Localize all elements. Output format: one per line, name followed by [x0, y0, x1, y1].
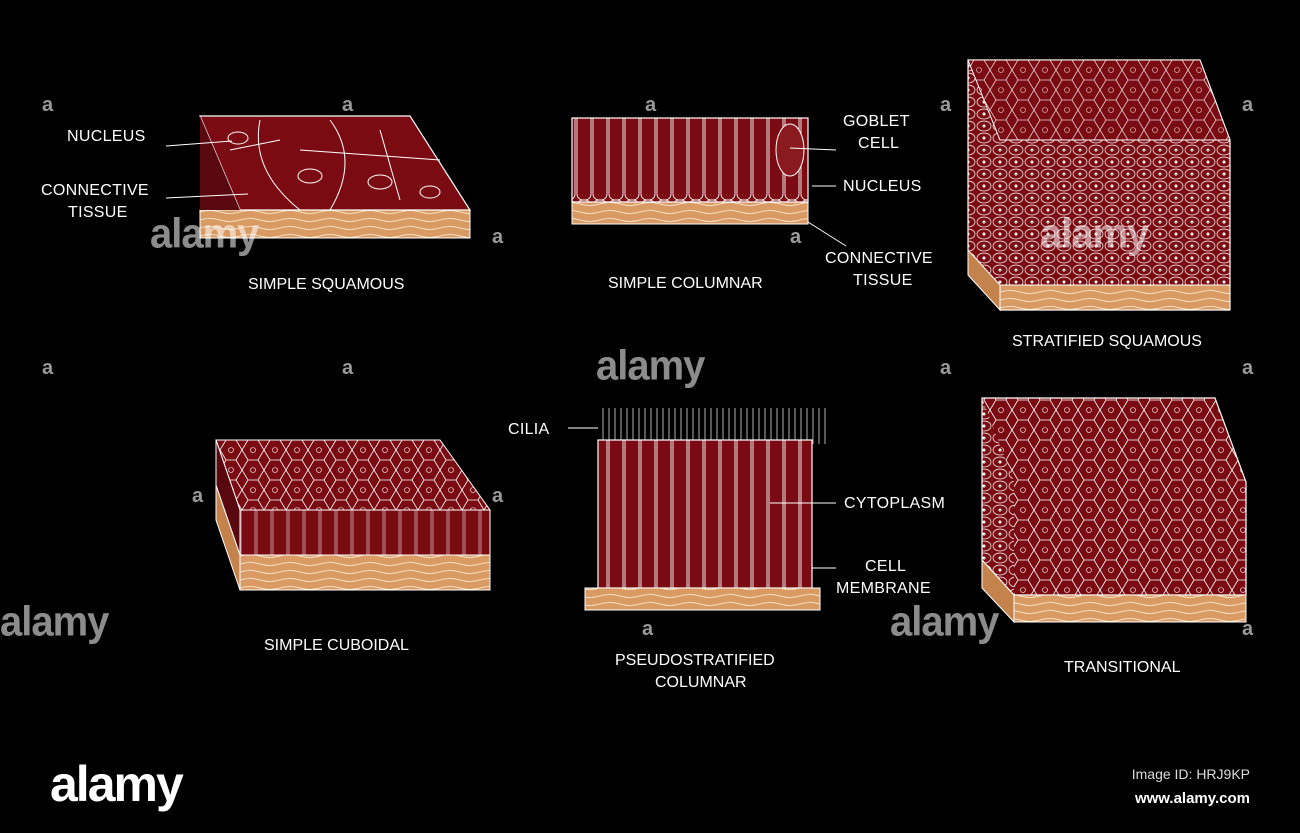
transitional-block: [981, 397, 1247, 624]
watermark-a-1: a: [42, 94, 54, 116]
watermark-a-3: a: [645, 94, 657, 116]
caption-simple-cuboidal: SIMPLE CUBOIDAL: [264, 637, 409, 654]
label-goblet-1: GOBLET: [843, 113, 910, 130]
watermark-brand-3: alamy: [1040, 210, 1149, 258]
simple-columnar-block: [571, 117, 847, 247]
label-connective-squamous-2: TISSUE: [68, 204, 128, 221]
watermark-a-14: a: [642, 618, 654, 640]
watermark-a-15: a: [1242, 618, 1254, 640]
label-nucleus-squamous: NUCLEUS: [67, 128, 146, 145]
watermark-a-6: a: [42, 357, 54, 379]
watermark-a-10: a: [192, 485, 204, 507]
watermark-a-8: a: [940, 357, 952, 379]
watermark-brand-4: alamy: [0, 598, 109, 646]
caption-simple-squamous: SIMPLE SQUAMOUS: [248, 276, 405, 293]
watermark-a-4: a: [940, 94, 952, 116]
alamy-url: www.alamy.com: [1134, 790, 1250, 807]
label-cell-membrane-2: MEMBRANE: [836, 580, 931, 597]
watermark-a-9: a: [1242, 357, 1254, 379]
caption-pseudostratified-2: COLUMNAR: [655, 674, 747, 691]
watermark-brand-5: alamy: [890, 598, 999, 646]
stratified-squamous-block: [967, 59, 1231, 312]
watermark-a-5: a: [1242, 94, 1254, 116]
label-nucleus-columnar: NUCLEUS: [843, 178, 922, 195]
label-connective-columnar-1: CONNECTIVE: [825, 250, 933, 267]
watermark-brand-1: alamy: [150, 210, 259, 258]
label-connective-squamous-1: CONNECTIVE: [41, 182, 149, 199]
label-cilia: CILIA: [508, 421, 550, 438]
simple-squamous-block: [165, 115, 472, 239]
image-id: Image ID: HRJ9KP: [1131, 766, 1250, 782]
watermark-brand-2: alamy: [596, 342, 705, 390]
label-cytoplasm: CYTOPLASM: [844, 495, 946, 512]
label-cell-membrane-1: CELL: [865, 558, 907, 575]
simple-cuboidal-block: [215, 439, 491, 591]
caption-transitional: TRANSITIONAL: [1064, 659, 1181, 676]
alamy-logo: alamy: [50, 756, 184, 812]
watermark-a-2: a: [342, 94, 354, 116]
watermark-a-12: a: [492, 226, 504, 248]
watermark-a-13: a: [790, 226, 802, 248]
caption-pseudostratified-1: PSEUDOSTRATIFIED: [615, 652, 775, 669]
watermark-a-11: a: [492, 485, 504, 507]
watermark-a-7: a: [342, 357, 354, 379]
pseudostratified-block: [568, 408, 836, 611]
label-goblet-2: CELL: [858, 135, 900, 152]
label-connective-columnar-2: TISSUE: [853, 272, 913, 289]
caption-simple-columnar: SIMPLE COLUMNAR: [608, 275, 763, 292]
caption-stratified-squamous: STRATIFIED SQUAMOUS: [1012, 333, 1202, 350]
